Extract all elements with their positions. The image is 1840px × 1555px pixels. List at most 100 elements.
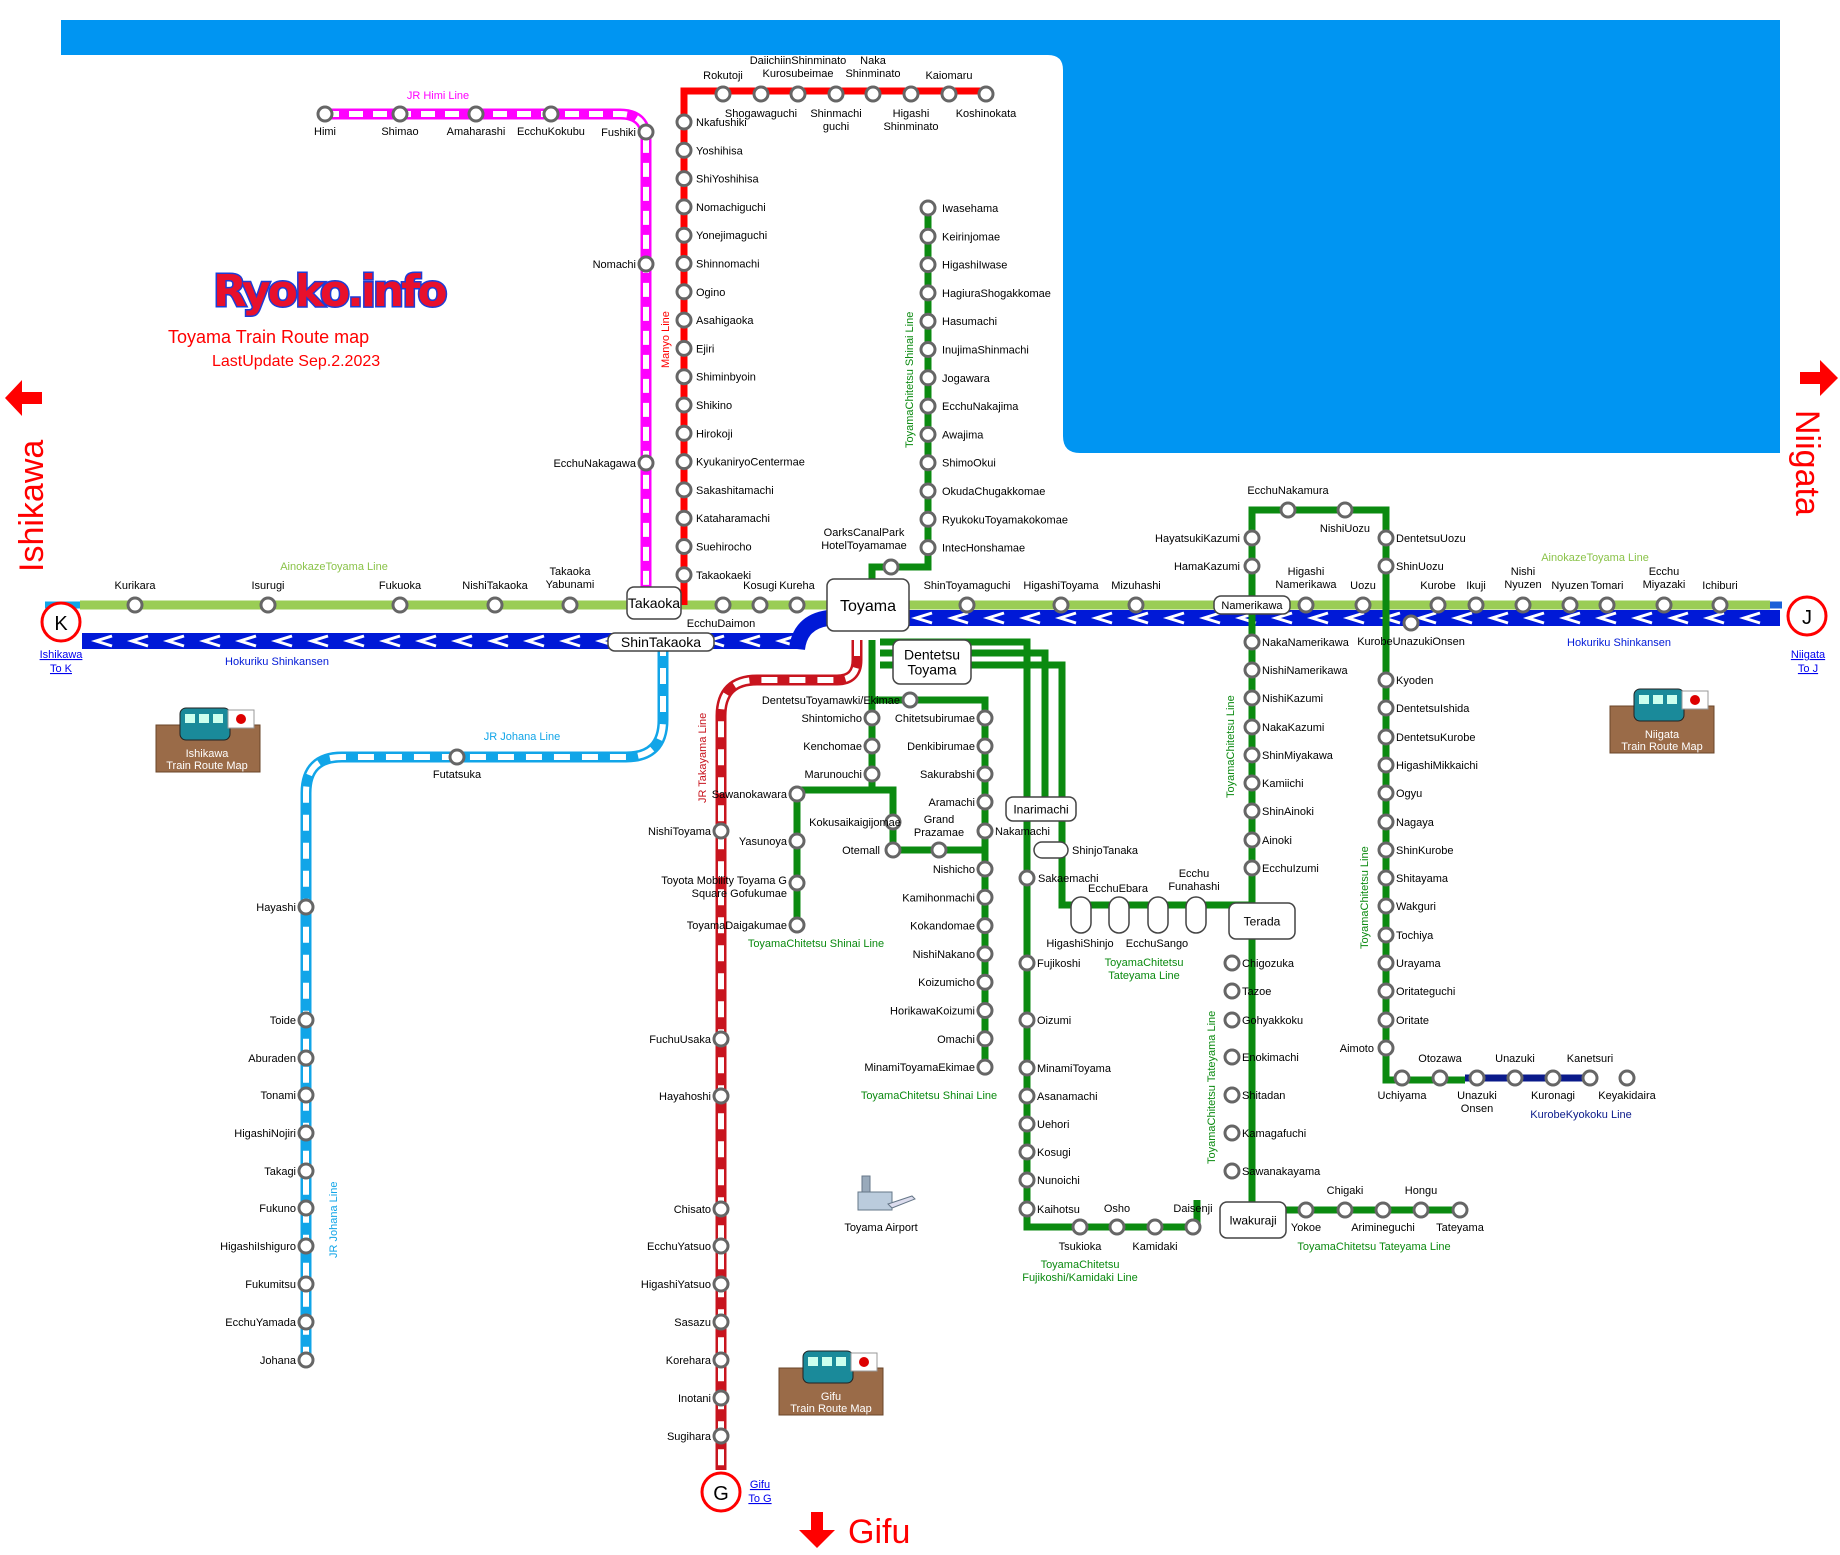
station-keirinjomae[interactable] xyxy=(919,227,937,245)
direction-south[interactable]: Gifu xyxy=(799,1512,910,1551)
pill-ecchusango[interactable] xyxy=(1147,896,1169,934)
station-hasumachi[interactable] xyxy=(919,312,937,330)
niigata-link-2[interactable]: To J xyxy=(1798,663,1818,675)
station-nakakazumi[interactable] xyxy=(1243,718,1261,736)
station-minamitoyamaekimae[interactable] xyxy=(976,1058,994,1076)
station-hongu[interactable] xyxy=(1412,1201,1430,1219)
gifu-map-link[interactable]: Gifu Train Route Map xyxy=(778,1350,884,1416)
station-mizuhashi[interactable] xyxy=(1127,596,1145,614)
station-kanetsuri[interactable] xyxy=(1581,1069,1599,1087)
station-daiichiinshinminato-kurosubeimae[interactable] xyxy=(789,85,807,103)
station-dentetsuuozu[interactable] xyxy=(1377,529,1395,547)
station-inotani[interactable] xyxy=(712,1389,730,1407)
station-omachi[interactable] xyxy=(976,1030,994,1048)
terminal-k[interactable]: K xyxy=(40,601,82,643)
station-kyukaniryocentermae[interactable] xyxy=(675,453,693,471)
station-unazuki-onsen[interactable] xyxy=(1468,1069,1486,1087)
station-hirokoji[interactable] xyxy=(675,424,693,442)
station-toyamadaigakumae[interactable] xyxy=(788,916,806,934)
station-gohyakkoku[interactable] xyxy=(1223,1011,1241,1029)
station-shintoyamaguchi[interactable] xyxy=(958,596,976,614)
station-kataharamachi[interactable] xyxy=(675,509,693,527)
station-nishiuozu[interactable] xyxy=(1336,501,1354,519)
station-ecchuizumi[interactable] xyxy=(1243,859,1261,877)
station-higashiyatsuo[interactable] xyxy=(712,1275,730,1293)
station-oizumi[interactable] xyxy=(1018,1011,1036,1029)
station-uehori[interactable] xyxy=(1018,1115,1036,1133)
station-ecchukokubu[interactable] xyxy=(542,105,560,123)
station-himi[interactable] xyxy=(316,105,334,123)
station-fushiki[interactable] xyxy=(637,123,655,141)
station-higashinojiri[interactable] xyxy=(297,1124,315,1142)
station-ogino[interactable] xyxy=(675,283,693,301)
station-yokoe[interactable] xyxy=(1297,1201,1315,1219)
station-dentetsutoyamawki-ekimae[interactable] xyxy=(901,691,919,709)
station-shikino[interactable] xyxy=(675,396,693,414)
station-suehirocho[interactable] xyxy=(675,538,693,555)
station-takaokaeki[interactable] xyxy=(675,566,693,584)
station-ogyu[interactable] xyxy=(1377,784,1395,802)
station-yonejimaguchi[interactable] xyxy=(675,226,693,244)
station-minamitoyama[interactable] xyxy=(1018,1059,1036,1077)
station-hayatsukikazumi[interactable] xyxy=(1243,529,1261,547)
station-ichiburi[interactable] xyxy=(1711,596,1729,614)
station-ecchuyatsuo[interactable] xyxy=(712,1237,730,1255)
station-dentetsuishida[interactable] xyxy=(1377,699,1395,717)
station-ecchudaimon[interactable] xyxy=(714,596,732,614)
station-nunoichi[interactable] xyxy=(1018,1171,1036,1189)
station-yasunoya[interactable] xyxy=(788,832,806,850)
station-nkafushiki[interactable] xyxy=(675,113,693,131)
station-nishitoyama[interactable] xyxy=(712,822,730,840)
station-sugihara[interactable] xyxy=(712,1427,730,1445)
station-otemall[interactable] xyxy=(884,841,902,859)
station-shinnomachi[interactable] xyxy=(675,255,693,272)
station-sawanakayama[interactable] xyxy=(1223,1162,1241,1180)
pill-ecchufunahashi[interactable] xyxy=(1185,896,1207,934)
station-grand-prazamae[interactable] xyxy=(930,841,948,859)
hub-iwakuraji[interactable] xyxy=(1219,1201,1287,1239)
station-shinmiyakawa[interactable] xyxy=(1243,746,1261,764)
station-ecchunakamura[interactable] xyxy=(1279,501,1297,519)
station-rokutoji[interactable] xyxy=(714,85,732,103)
station-takagi[interactable] xyxy=(297,1162,315,1180)
station-kaiomaru[interactable] xyxy=(940,85,958,103)
station-naka-shinminato[interactable] xyxy=(864,85,882,103)
station-nishicho[interactable] xyxy=(976,860,994,878)
station-hamakazumi[interactable] xyxy=(1243,557,1261,575)
station-nakanamerikawa[interactable] xyxy=(1243,633,1261,651)
station-toyota-mobility-toyama-g-square-gofukumae[interactable] xyxy=(788,874,806,892)
station-tochiya[interactable] xyxy=(1377,926,1395,944)
station-ecchunakajima[interactable] xyxy=(919,397,937,415)
pill-ecchuebara[interactable] xyxy=(1108,896,1130,934)
station-shimookui[interactable] xyxy=(919,454,937,472)
station-keyakidaira[interactable] xyxy=(1618,1069,1636,1087)
station-kosugi[interactable] xyxy=(751,596,769,614)
station-kosugi[interactable] xyxy=(1018,1143,1036,1161)
direction-west[interactable]: Ishikawa xyxy=(5,380,51,572)
hub-dentetsu-toyama[interactable] xyxy=(892,639,972,685)
station-daisenji[interactable] xyxy=(1184,1218,1202,1236)
station-oritate[interactable] xyxy=(1377,1011,1395,1029)
station-shitadan[interactable] xyxy=(1223,1086,1241,1104)
station-jogawara[interactable] xyxy=(919,369,937,387)
station-aramachi[interactable] xyxy=(976,793,994,811)
hub-namerikawa[interactable] xyxy=(1213,595,1291,615)
station-shinmachi-guchi[interactable] xyxy=(827,85,845,103)
station-aimoto[interactable] xyxy=(1377,1039,1395,1057)
station-tateyama[interactable] xyxy=(1451,1201,1469,1219)
station-nishi-nyuzen[interactable] xyxy=(1514,596,1532,614)
station-kokusaikaigijomae[interactable] xyxy=(884,813,902,831)
hub-toyama[interactable] xyxy=(826,578,910,632)
station-kurobe[interactable] xyxy=(1429,596,1447,614)
station-kyoden[interactable] xyxy=(1377,671,1395,689)
site-logo[interactable]: Ryoko.info xyxy=(212,265,451,319)
niigata-link-1[interactable]: Niigata xyxy=(1791,649,1826,661)
station-tsukioka[interactable] xyxy=(1071,1218,1089,1236)
station-hayashi[interactable] xyxy=(297,898,315,916)
station-aburaden[interactable] xyxy=(297,1049,315,1067)
station-kamagafuchi[interactable] xyxy=(1223,1124,1241,1142)
station-intechonshamae[interactable] xyxy=(919,539,937,557)
station-tomari[interactable] xyxy=(1598,596,1616,614)
ishikawa-map-link[interactable]: Ishikawa Train Route Map xyxy=(155,707,261,773)
station-chitetsubirumae[interactable] xyxy=(976,709,994,727)
